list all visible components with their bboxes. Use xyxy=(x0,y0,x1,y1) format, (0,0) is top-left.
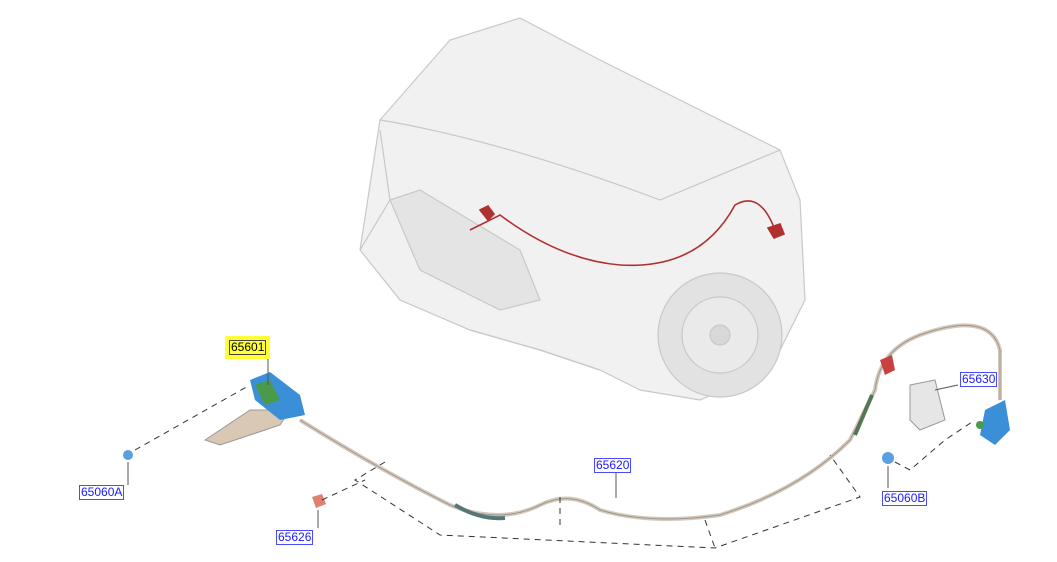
callout-65620[interactable]: 65620 xyxy=(594,458,632,473)
hood-lock-part xyxy=(203,352,305,446)
callout-65626[interactable]: 65626 xyxy=(276,530,314,545)
clip-parts xyxy=(123,450,894,488)
release-cable xyxy=(298,323,1002,521)
vehicle-front-illustration xyxy=(359,17,806,401)
dashed-leaders xyxy=(134,384,976,549)
cable-on-vehicle xyxy=(469,200,786,267)
callout-65060B[interactable]: 65060B xyxy=(882,491,928,506)
callout-65060A[interactable]: 65060A xyxy=(79,485,125,500)
callout-65630[interactable]: 65630 xyxy=(960,372,998,387)
release-handle-part xyxy=(909,379,1010,445)
callout-65601[interactable]: 65601 xyxy=(229,340,267,355)
grommet-part xyxy=(312,355,895,528)
